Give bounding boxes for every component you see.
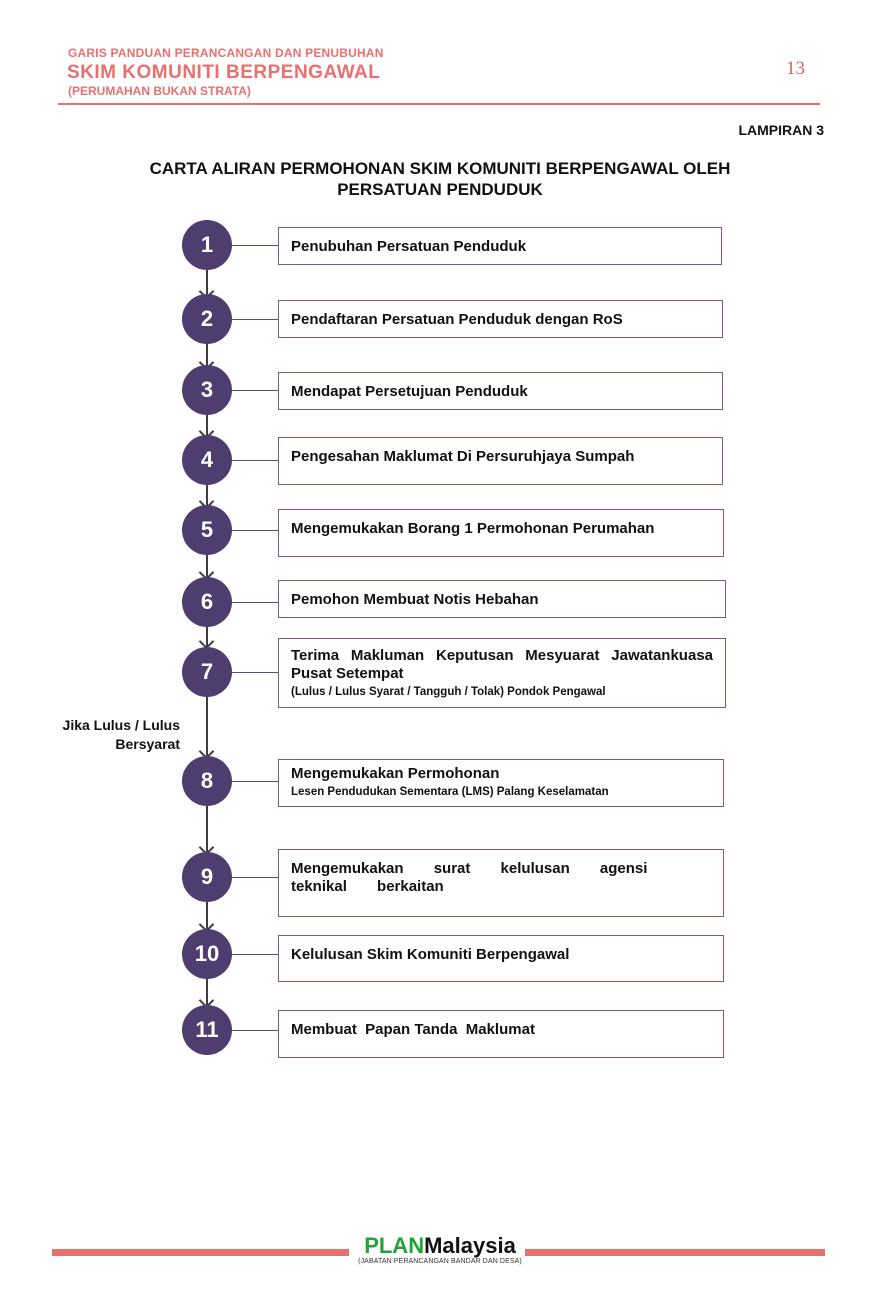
step-box-9: Mengemukakan surat kelulusan agensi tekn… xyxy=(278,849,724,917)
step-title: Pengesahan Maklumat Di Persuruhjaya Sump… xyxy=(291,448,635,465)
node-connector xyxy=(232,530,278,531)
node-connector xyxy=(232,1030,278,1031)
step-number-11: 11 xyxy=(182,1005,232,1055)
flow-stem xyxy=(206,979,208,1006)
step-title: Mengemukakan surat kelulusan agensi tekn… xyxy=(291,860,648,895)
step-title: Terima Makluman Keputusan Mesyuarat Jawa… xyxy=(291,647,713,682)
page-number: 13 xyxy=(786,58,805,79)
step-box-5: Mengemukakan Borang 1 Permohonan Perumah… xyxy=(278,509,724,557)
footer-bar-left xyxy=(52,1249,349,1256)
flow-stem xyxy=(206,902,208,930)
step-number-5: 5 xyxy=(182,505,232,555)
node-connector xyxy=(232,672,278,673)
step-box-8: Mengemukakan Permohonan Lesen Pendudukan… xyxy=(278,759,724,807)
node-connector xyxy=(232,781,278,782)
node-connector xyxy=(232,245,278,246)
step-number-1: 1 xyxy=(182,220,232,270)
step-subtitle: Lesen Pendudukan Sementara (LMS) Palang … xyxy=(291,786,609,798)
node-connector xyxy=(232,602,278,603)
logo-plan: PLAN xyxy=(364,1233,425,1258)
step-number-8: 8 xyxy=(182,756,232,806)
logo-subtitle: (JABATAN PERANCANGAN BANDAR DAN DESA) xyxy=(358,1258,522,1265)
step-title: Mengemukakan Borang 1 Permohonan Perumah… xyxy=(291,520,655,537)
node-connector xyxy=(232,460,278,461)
node-connector xyxy=(232,954,278,955)
step-title: Mengemukakan Permohonan xyxy=(291,765,500,782)
step-number-6: 6 xyxy=(182,577,232,627)
flow-stem xyxy=(206,555,208,578)
step-subtitle: (Lulus / Lulus Syarat / Tangguh / Tolak)… xyxy=(291,686,606,698)
step-number-2: 2 xyxy=(182,294,232,344)
logo-malaysia: Malaysia xyxy=(424,1233,516,1258)
document-title: CARTA ALIRAN PERMOHONAN SKIM KOMUNITI BE… xyxy=(149,159,731,199)
step-box-1: Penubuhan Persatuan Penduduk xyxy=(278,227,722,265)
flow-stem xyxy=(206,806,208,853)
step-title: Pendaftaran Persatuan Penduduk dengan Ro… xyxy=(291,311,623,328)
flow-stem xyxy=(206,485,208,507)
flow-stem xyxy=(206,344,208,368)
step-title: Kelulusan Skim Komuniti Berpengawal xyxy=(291,946,570,963)
step-box-3: Mendapat Persetujuan Penduduk xyxy=(278,372,723,410)
branch-note: Jika Lulus / Lulus Bersyarat xyxy=(62,717,180,752)
step-title: Membuat Papan Tanda Maklumat xyxy=(291,1021,535,1038)
flow-stem xyxy=(206,697,208,757)
header-subtitle: GARIS PANDUAN PERANCANGAN DAN PENUBUHAN xyxy=(68,46,384,60)
step-number-3: 3 xyxy=(182,365,232,415)
header-rule xyxy=(58,103,820,105)
step-number-10: 10 xyxy=(182,929,232,979)
flow-stem xyxy=(206,627,208,647)
step-box-11: Membuat Papan Tanda Maklumat xyxy=(278,1010,724,1058)
footer-bar-right xyxy=(525,1249,825,1256)
step-title: Pemohon Membuat Notis Hebahan xyxy=(291,591,539,608)
step-box-2: Pendaftaran Persatuan Penduduk dengan Ro… xyxy=(278,300,723,338)
header-title: SKIM KOMUNITI BERPENGAWAL xyxy=(67,62,381,83)
step-title: Mendapat Persetujuan Penduduk xyxy=(291,383,528,400)
node-connector xyxy=(232,877,278,878)
flow-stem xyxy=(206,415,208,437)
step-number-9: 9 xyxy=(182,852,232,902)
flow-stem xyxy=(206,270,208,297)
node-connector xyxy=(232,319,278,320)
planmalaysia-logo: PLANMalaysia (JABATAN PERANCANGAN BANDAR… xyxy=(355,1233,525,1266)
step-title: Penubuhan Persatuan Penduduk xyxy=(291,238,527,255)
step-number-7: 7 xyxy=(182,647,232,697)
step-box-7: Terima Makluman Keputusan Mesyuarat Jawa… xyxy=(278,638,726,708)
node-connector xyxy=(232,390,278,391)
step-box-10: Kelulusan Skim Komuniti Berpengawal xyxy=(278,935,724,982)
step-box-4: Pengesahan Maklumat Di Persuruhjaya Sump… xyxy=(278,437,723,485)
appendix-label: LAMPIRAN 3 xyxy=(738,122,824,138)
step-number-4: 4 xyxy=(182,435,232,485)
step-box-6: Pemohon Membuat Notis Hebahan xyxy=(278,580,726,618)
header-note: (PERUMAHAN BUKAN STRATA) xyxy=(68,84,251,98)
